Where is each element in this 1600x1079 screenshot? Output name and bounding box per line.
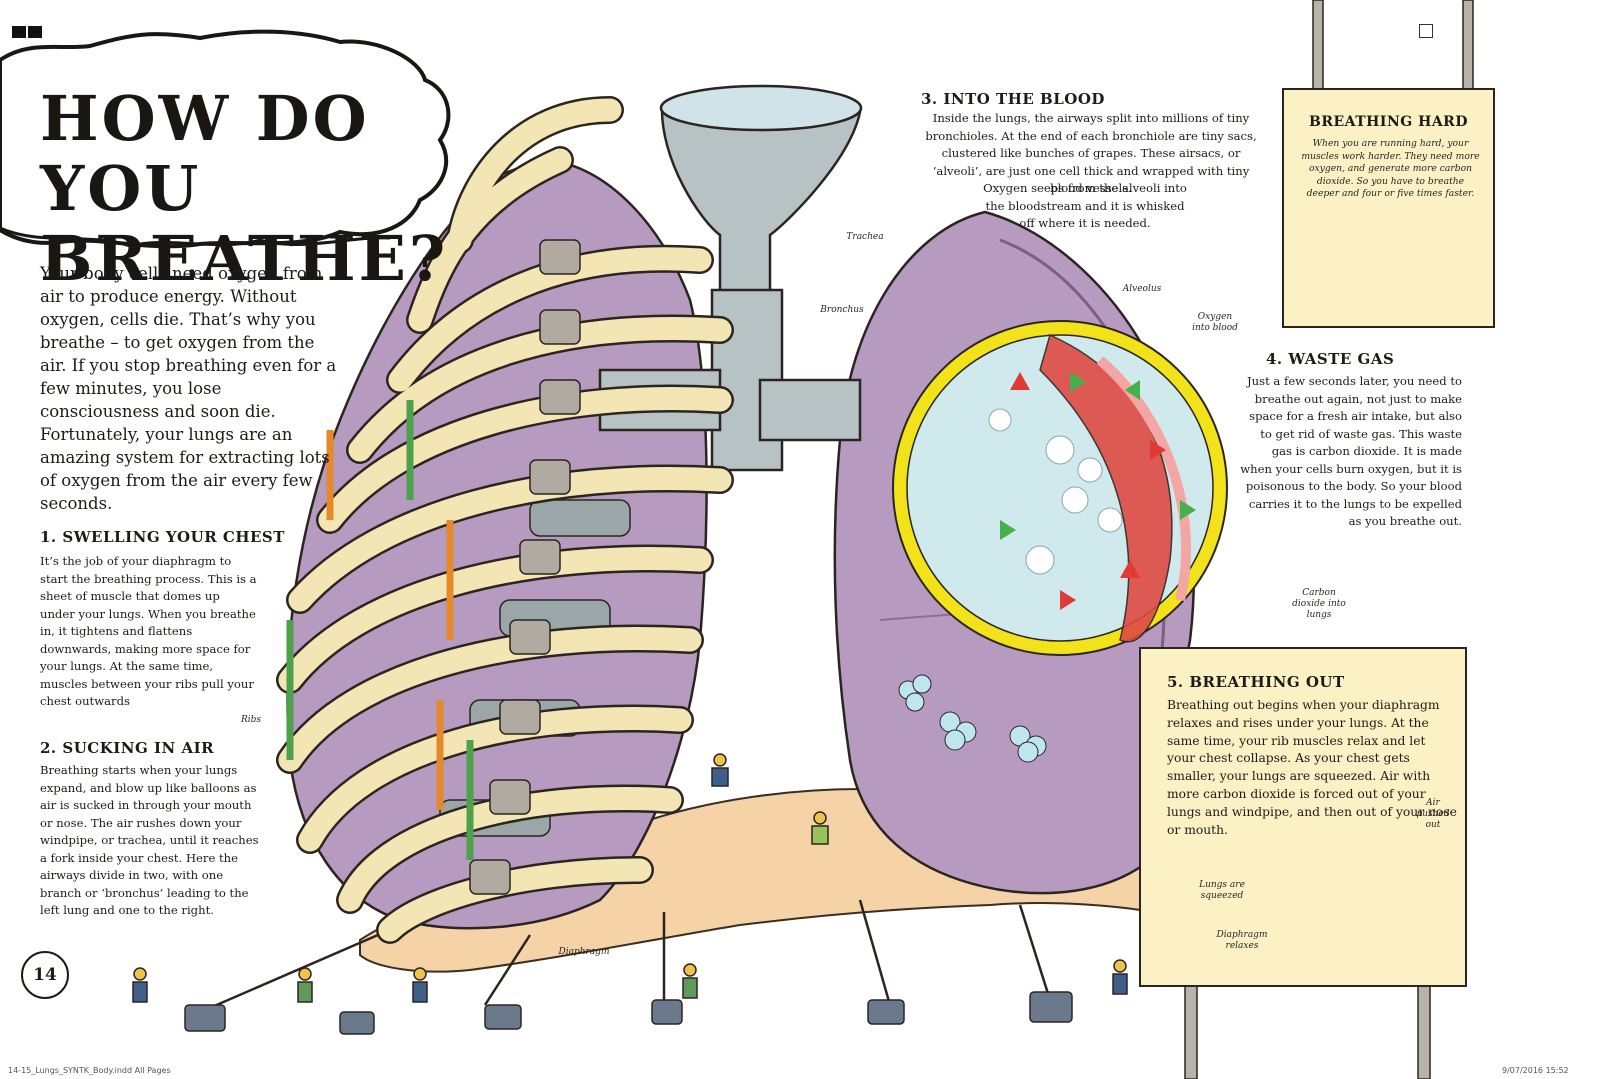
- breathing-out-heading: 5. BREATHING OUT: [1167, 673, 1345, 691]
- breathing-hard-body: When you are running hard, your muscles …: [1301, 138, 1480, 199]
- blood-heading: 3. INTO THE BLOOD: [921, 90, 1105, 108]
- page-number: 14: [21, 951, 69, 999]
- label-bronchus: Bronchus: [820, 305, 864, 315]
- label-air-pushed-out: Air pushed out: [1416, 798, 1450, 830]
- label-ribs: Ribs: [240, 715, 262, 725]
- label-trachea: Trachea: [846, 232, 884, 242]
- label-carbon-dioxide: Carbon dioxide into lungs: [1292, 588, 1346, 620]
- label-diaphragm-relaxes: Diaphragm relaxes: [1216, 930, 1268, 951]
- footer-filename: 14-15_Lungs_SYNTK_Body.indd All Pages: [8, 1066, 171, 1075]
- breathing-out-panel: 5. BREATHING OUT Breathing out begins wh…: [1139, 647, 1467, 987]
- blood-body-bottom: Oxygen seeps from the alveoli into the b…: [983, 181, 1187, 230]
- swelling-heading: 1. SWELLING YOUR CHEST: [40, 528, 285, 546]
- intro-paragraph: Your body cells need oxygen from air to …: [40, 264, 337, 513]
- label-lungs-squeezed: Lungs are squeezed: [1199, 880, 1245, 901]
- swelling-body: It’s the job of your diaphragm to start …: [40, 554, 257, 708]
- label-diaphragm: Diaphragm: [558, 947, 610, 957]
- label-alveolus: Alveolus: [1122, 284, 1162, 294]
- sucking-body: Breathing starts when your lungs expand,…: [40, 763, 259, 917]
- label-oxygen-into-blood: Oxygen into blood: [1192, 312, 1238, 333]
- title-cloud: [0, 29, 451, 249]
- waste-heading: 4. WASTE GAS: [1266, 350, 1395, 368]
- blood-body-top: Inside the lungs, the airways split into…: [925, 111, 1257, 195]
- breathing-out-body: Breathing out begins when your diaphragm…: [1167, 698, 1457, 837]
- sucking-heading: 2. SUCKING IN AIR: [40, 739, 215, 757]
- waste-body: Just a few seconds later, you need to br…: [1240, 374, 1462, 528]
- breathing-hard-heading: BREATHING HARD: [1309, 114, 1468, 130]
- breathing-hard-panel: BREATHING HARD When you are running hard…: [1282, 88, 1495, 328]
- page-title: HOW DO YOU BREATHE?: [40, 82, 449, 295]
- left-lung: [286, 158, 708, 930]
- footer-timestamp: 9/07/2016 15:52: [1502, 1066, 1569, 1075]
- crop-checkbox: [1419, 24, 1433, 38]
